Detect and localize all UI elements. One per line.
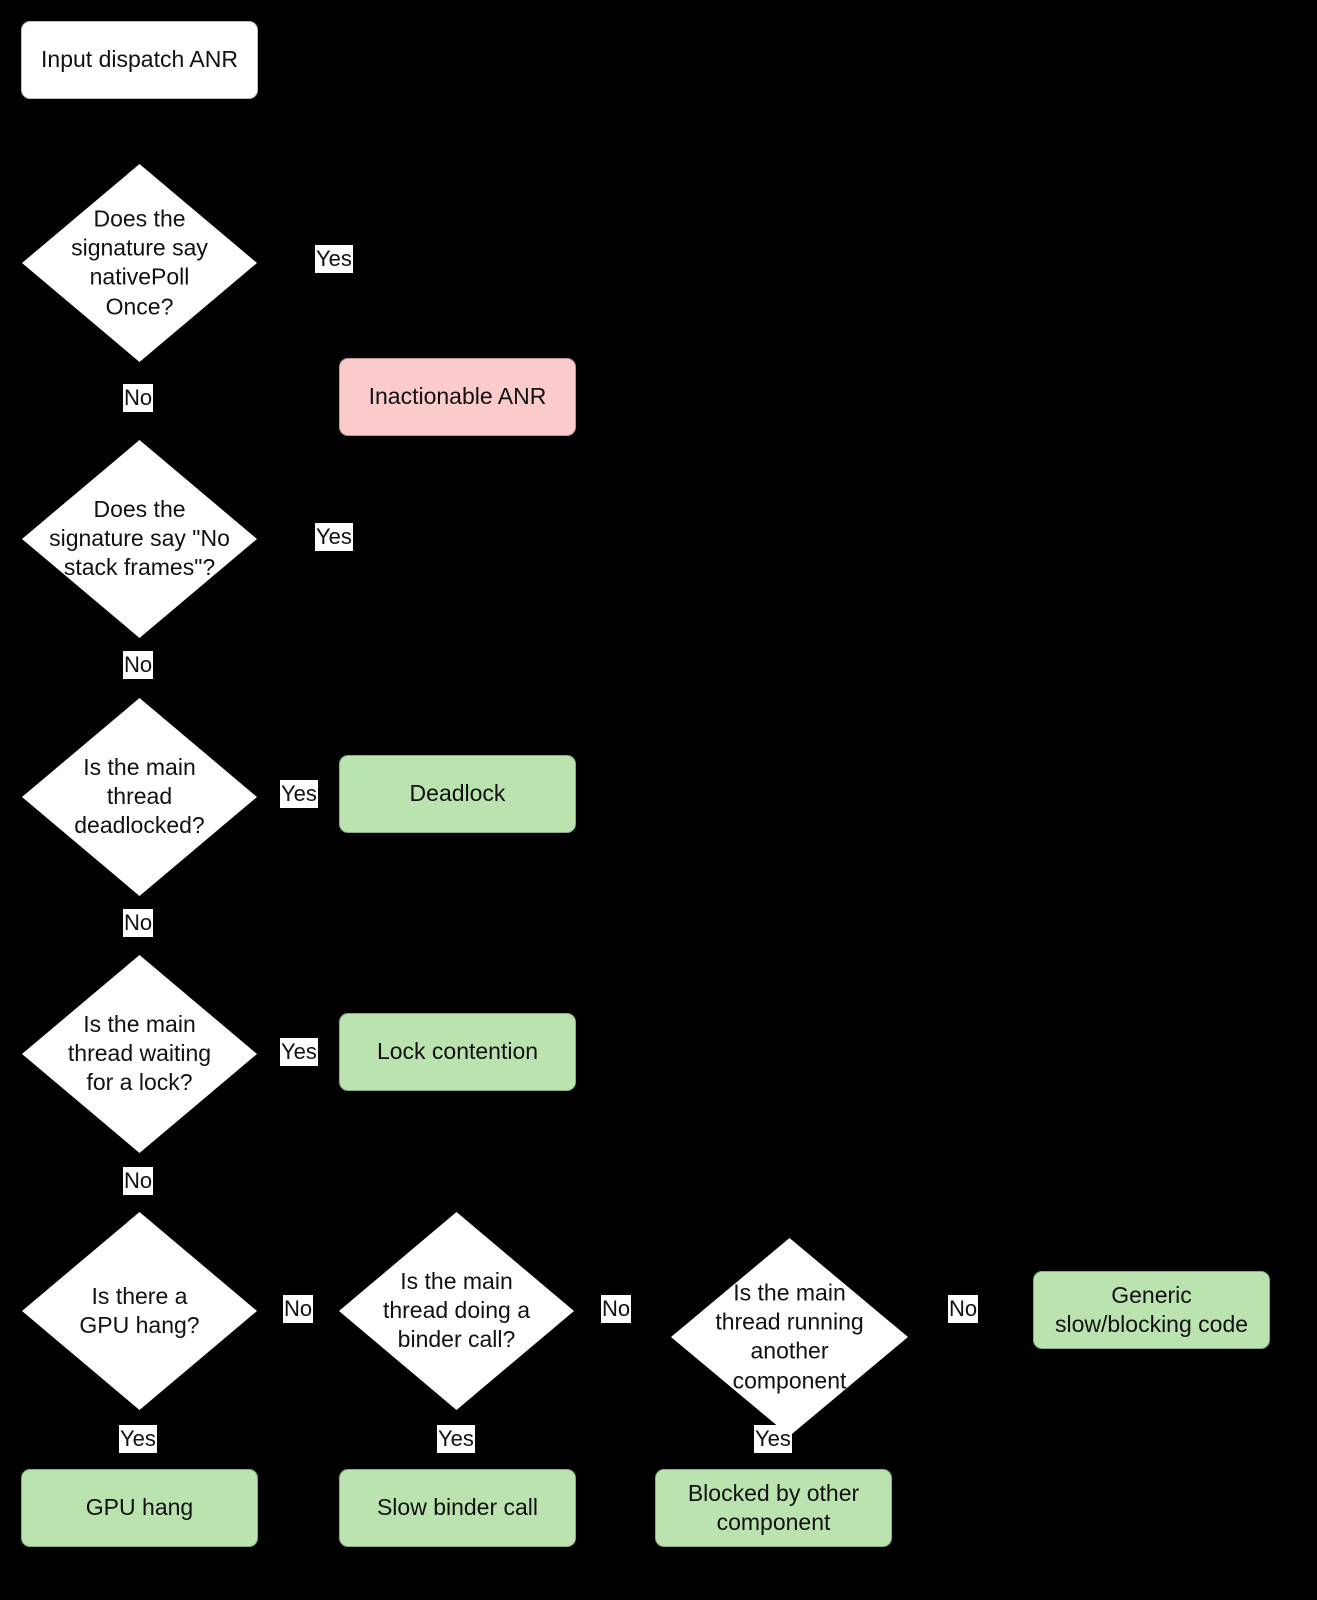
edge-label-nostackframes-no: No	[123, 651, 154, 680]
edge-nativepollonce-yes-v	[456, 262, 458, 357]
node-input-dispatch-anr[interactable]: Input dispatch ANR	[21, 21, 258, 99]
edge-label-waitinglock-no: No	[123, 1167, 154, 1196]
node-label: Slow binder call	[376, 1494, 539, 1521]
diamond-shape	[22, 164, 257, 362]
edge-label-bindercall-yes: Yes	[437, 1425, 475, 1454]
edge-nativepollonce-yes-h	[257, 262, 457, 264]
arrowhead-deadlock	[328, 786, 339, 800]
edge-label-othercomponent-yes: Yes	[754, 1425, 792, 1454]
diamond-shape	[671, 1238, 908, 1436]
decision-no-stack-frames[interactable]: Does the signature say "No stack frames"…	[22, 440, 257, 638]
node-slow-binder-call[interactable]: Slow binder call	[339, 1469, 576, 1547]
edge-label-nativepollonce-no: No	[123, 384, 154, 413]
edge-label-gpuhang-no: No	[283, 1295, 314, 1324]
node-label: Input dispatch ANR	[41, 46, 238, 73]
edge-label-nostackframes-yes: Yes	[315, 523, 353, 552]
decision-running-another-component[interactable]: Is the main thread running another compo…	[671, 1238, 908, 1436]
node-inactionable-anr[interactable]: Inactionable ANR	[339, 358, 576, 436]
diamond-shape	[339, 1212, 574, 1410]
edge-label-waitinglock-yes: Yes	[280, 1038, 318, 1067]
edge-start-to-nativepollonce	[139, 99, 141, 154]
node-label: Deadlock	[409, 780, 506, 807]
decision-gpu-hang[interactable]: Is there a GPU hang?	[22, 1212, 257, 1410]
node-label: Generic slow/blocking code	[1054, 1281, 1249, 1337]
node-generic-slow-blocking-code[interactable]: Generic slow/blocking code	[1033, 1271, 1270, 1349]
node-label: Blocked by other component	[687, 1479, 860, 1535]
arrowhead-bindercall-decision	[329, 1302, 340, 1316]
diamond-shape	[22, 440, 257, 638]
decision-binder-call[interactable]: Is the main thread doing a binder call?	[339, 1212, 574, 1410]
node-deadlock[interactable]: Deadlock	[339, 755, 576, 833]
edge-label-bindercall-no: No	[601, 1295, 632, 1324]
node-blocked-by-other-component[interactable]: Blocked by other component	[655, 1469, 892, 1547]
node-gpu-hang[interactable]: GPU hang	[21, 1469, 258, 1547]
arrowhead-inactionable-from-nativepollonce	[449, 348, 463, 359]
node-lock-contention[interactable]: Lock contention	[339, 1013, 576, 1091]
edge-label-othercomponent-no: No	[948, 1295, 979, 1324]
node-label: Lock contention	[376, 1038, 539, 1065]
node-label: GPU hang	[85, 1494, 194, 1521]
arrowhead-othercomponent-decision	[660, 1302, 671, 1316]
diamond-shape	[22, 955, 257, 1153]
decision-nativepollonce[interactable]: Does the signature say nativePoll Once?	[22, 164, 257, 362]
arrowhead-lockcontention	[328, 1044, 339, 1058]
arrowhead-nativepollonce	[132, 152, 146, 163]
edge-label-deadlocked-no: No	[123, 909, 154, 938]
edge-label-nativepollonce-yes: Yes	[315, 245, 353, 274]
edge-label-gpuhang-yes: Yes	[119, 1425, 157, 1454]
edge-nostackframes-yes-v	[456, 437, 458, 539]
diamond-shape	[22, 698, 257, 896]
diamond-shape	[22, 1212, 257, 1410]
arrowhead-genericslow	[1024, 1302, 1035, 1316]
edge-nostackframes-yes-h	[257, 539, 457, 541]
edge-label-deadlocked-yes: Yes	[280, 780, 318, 809]
decision-main-thread-waiting-for-lock[interactable]: Is the main thread waiting for a lock?	[22, 955, 257, 1153]
decision-main-thread-deadlocked[interactable]: Is the main thread deadlocked?	[22, 698, 257, 896]
node-label: Inactionable ANR	[368, 383, 547, 410]
